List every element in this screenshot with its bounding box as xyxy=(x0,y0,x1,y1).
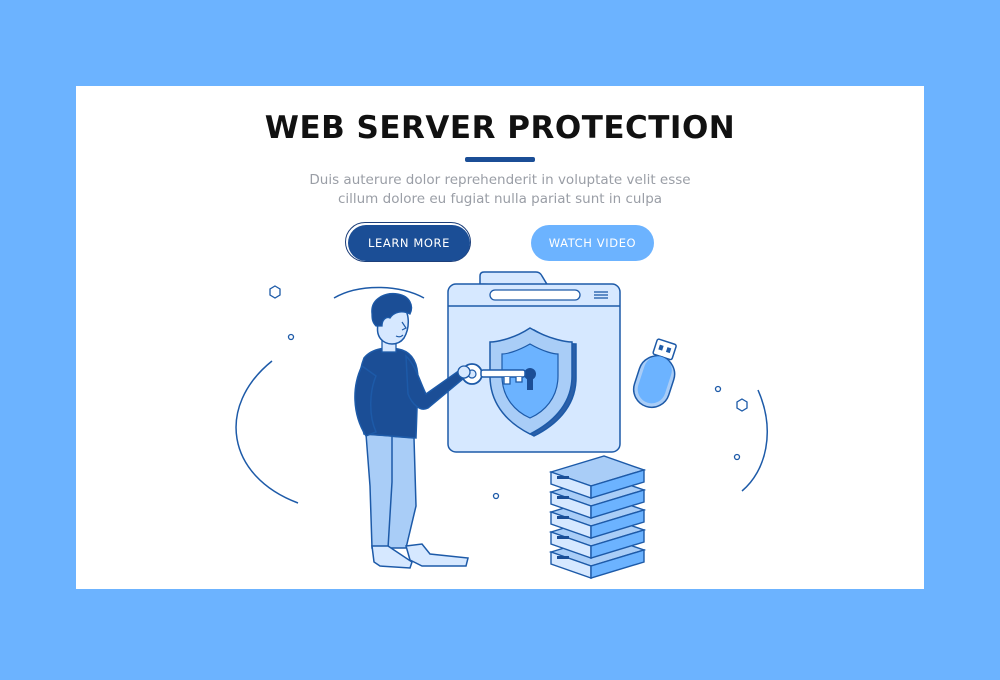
man-with-key-icon xyxy=(354,292,471,569)
usb-drive-icon xyxy=(632,338,677,409)
server-rack-icon xyxy=(548,455,647,579)
server-unit xyxy=(548,455,647,499)
decor-dots xyxy=(269,285,748,500)
decor-arc-left-top xyxy=(333,286,425,299)
subtitle-line-1: Duis auterure dolor reprehenderit in vol… xyxy=(309,172,691,188)
decor-arc-left xyxy=(235,360,299,504)
key-icon xyxy=(461,363,526,385)
security-illustration xyxy=(235,271,768,579)
hero-subtitle: Duis auterure dolor reprehenderit in vol… xyxy=(76,171,924,209)
page-title: WEB SERVER PROTECTION xyxy=(264,110,736,146)
shield-icon xyxy=(489,327,577,437)
learn-more-button[interactable]: LEARN MORE xyxy=(348,225,470,261)
subtitle-line-2: cillum dolore eu fugiat nulla pariat sun… xyxy=(337,191,663,207)
title-underline xyxy=(465,157,535,162)
watch-video-button[interactable]: WATCH VIDEO xyxy=(531,225,654,261)
hero-card: WEB SERVER PROTECTION Duis auterure dolo… xyxy=(76,86,924,589)
decor-arc-right xyxy=(741,389,768,492)
